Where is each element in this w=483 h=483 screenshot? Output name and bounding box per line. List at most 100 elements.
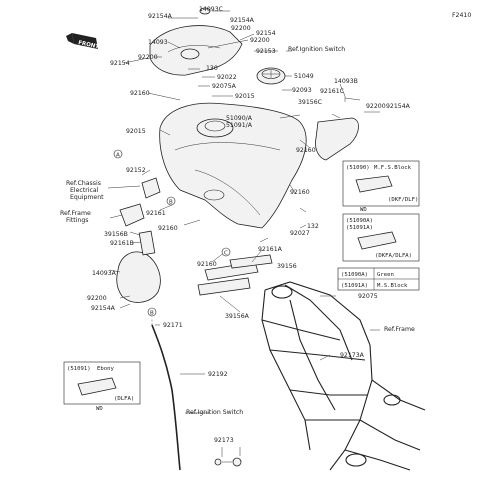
side-cover-right-shape (315, 117, 359, 161)
dkfa-part-shape (357, 231, 397, 250)
callout-92200-4: 92200 (366, 103, 386, 110)
marker-b: B (169, 200, 173, 206)
callout-92200-1: 92200 (231, 25, 251, 32)
table-r1c2: Green (377, 272, 394, 278)
callout-92160-4: 92160 (158, 225, 178, 232)
callout-92075: 92075 (358, 293, 378, 300)
ref-ignition-switch-top: Ref.Ignition Switch (288, 46, 345, 53)
marker-b2: B (150, 311, 154, 317)
dkfa-code2: (51091A) (346, 225, 373, 231)
ref-frame-fittings-line2: Fittings (66, 217, 88, 224)
callout-92173: 92173 (214, 437, 234, 444)
callout-92160-3: 92160 (290, 189, 310, 196)
fuel-cap-icon (256, 67, 286, 85)
ebony-desc: Ebony (97, 366, 114, 372)
callout-92093: 92093 (292, 87, 312, 94)
callout-92154-2: 92154 (110, 60, 130, 67)
table-r2c1: (51091A) (341, 283, 368, 289)
mfs-desc: M.F.S.Block (374, 165, 412, 171)
callout-92192: 92192 (208, 371, 228, 378)
callout-92173a: 92173A (340, 352, 365, 359)
ref-chassis-line1: Ref.Chassis (66, 180, 101, 187)
callout-39156a: 39156A (225, 313, 250, 320)
callout-92160-2: 92160 (296, 147, 316, 154)
marker-b-circle (166, 196, 176, 206)
circle-markers: A B C B (113, 149, 231, 317)
callout-92161a: 92161A (258, 246, 283, 253)
ref-frame: Ref.Frame (384, 326, 415, 333)
pad-d-shape (138, 230, 156, 256)
variant-box-ebony: (51091) Ebony (DLFA) WD (63, 361, 141, 412)
callout-14093: 14093 (148, 39, 168, 46)
callout-92027: 92027 (290, 230, 310, 237)
side-cover-left-shape (116, 251, 161, 303)
ebony-tag: (DLFA) (114, 396, 134, 402)
callout-92154a-1: 92154A (148, 13, 173, 20)
callout-130: 130 (206, 65, 218, 72)
mfs-part-shape (355, 175, 393, 193)
callout-39156: 39156 (277, 263, 297, 270)
marker-a-circle (113, 149, 123, 159)
marker-a: A (116, 153, 120, 159)
table-r1c1: (51090A) (341, 272, 368, 278)
marker-c: C (224, 251, 228, 257)
pad-b-shape (197, 277, 251, 296)
callout-92154: 92154 (256, 30, 276, 37)
callout-92200-5: 92200 (87, 295, 107, 302)
fittings-left-shape (119, 203, 145, 227)
variant-table: (51090A) Green (51091A) M.S.Block (337, 267, 420, 291)
callout-92171: 92171 (163, 322, 183, 329)
callout-92161: 92161 (146, 210, 166, 217)
ref-ignition-switch-bottom: Ref.Ignition Switch (186, 409, 243, 416)
marker-c-circle (221, 247, 231, 257)
callout-92154a-4: 92154A (91, 305, 116, 312)
mfs-tag: (DKF/DLF) (388, 197, 418, 203)
callout-14093a: 14093A (92, 270, 117, 277)
marker-b2-circle (147, 307, 157, 317)
variant-box-dkfa: (51090A) (51091A) (DKFA/DLFA) (342, 213, 420, 262)
variant-box-mfs: (51090) M.F.S.Block (DKF/DLF) WD (342, 160, 420, 213)
callout-92161b: 92161B (110, 240, 134, 247)
reference-labels: Ref.Ignition Switch Ref.Chassis Electric… (60, 46, 415, 416)
mfs-wd: WD (360, 207, 367, 213)
callout-39156c: 39156C (298, 99, 322, 106)
table-r2c2: M.S.Block (377, 283, 408, 289)
frame-shape (261, 281, 426, 471)
front-arrow-icon: FRONT (66, 33, 100, 50)
ref-chassis-line3: Equipment (70, 194, 104, 201)
dkfa-code1: (51090A) (346, 218, 373, 224)
callout-92200-2: 92200 (250, 37, 270, 44)
ignition-switch-icon (214, 457, 242, 467)
callout-92152: 92152 (126, 167, 146, 174)
callout-92154a-2: 92154A (230, 17, 255, 24)
cover-hole-shape (180, 48, 200, 60)
dkfa-tag: (DKFA/DLFA) (375, 253, 412, 259)
fuel-tank-shape (159, 102, 307, 229)
cap-shape (199, 7, 211, 15)
ebony-wd: WD (96, 406, 103, 412)
callout-132: 132 (307, 223, 319, 230)
callout-92160-1: 92160 (130, 90, 150, 97)
callout-51049: 51049 (294, 73, 314, 80)
callout-92154a-3: 92154A (386, 103, 411, 110)
callout-92153: 92153 (256, 48, 276, 55)
ref-frame-fittings-line1: Ref.Frame (60, 210, 91, 217)
ebony-part-shape (77, 377, 117, 396)
front-label: FRONT (78, 40, 100, 50)
callout-92015-2: 92015 (126, 128, 146, 135)
callout-14093b: 14093B (334, 78, 358, 85)
ebony-code: (51091) (67, 366, 91, 372)
callout-92161c: 92161C (320, 88, 344, 95)
callout-92160-5: 92160 (197, 261, 217, 268)
ref-code: F2410 (452, 12, 471, 19)
callout-51090a: 51090/A (226, 115, 253, 122)
callout-92015-1: 92015 (235, 93, 255, 100)
callout-92022: 92022 (217, 74, 237, 81)
hose-shape (151, 324, 181, 471)
mfs-code: (51090) (346, 165, 370, 171)
ref-chassis-line2: Electrical (70, 187, 99, 194)
leader-lines (107, 10, 380, 457)
bracket-left-shape (141, 177, 161, 199)
callout-39156b: 39156B (104, 231, 128, 238)
